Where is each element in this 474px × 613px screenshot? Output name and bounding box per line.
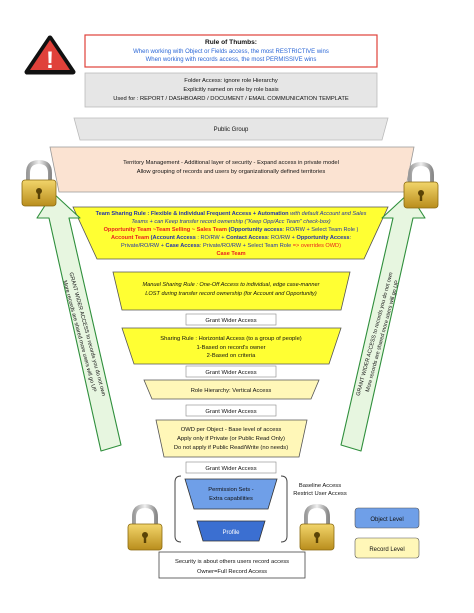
svg-text:1-Based on record's owner: 1-Based on record's owner <box>196 345 265 351</box>
lock-icon <box>299 503 335 551</box>
svg-text:Manuel Sharing Rule : One-Off: Manuel Sharing Rule : One-Off Access to … <box>142 282 320 288</box>
owd-layer: OWD per Object - Base level of access Ap… <box>155 419 308 458</box>
permission-sets-layer: Permission Sets - Extra capabilities <box>184 478 278 510</box>
role-hierarchy-layer: Role Hierarchy: Vertical Access <box>143 379 320 400</box>
lock-icon <box>403 161 439 209</box>
legend-record-level-swatch <box>354 537 420 559</box>
territory-management-layer: Territory Management - Additional layer … <box>49 146 415 193</box>
legend: Object Level Record Level <box>354 507 420 559</box>
svg-text:Permission Sets -: Permission Sets - <box>208 487 253 493</box>
svg-text:Owner=Full Record Access: Owner=Full Record Access <box>197 569 267 575</box>
warning-icon: ! <box>24 35 76 75</box>
svg-text:Account Team (Account Access :: Account Team (Account Access : RO/RW + C… <box>111 235 351 241</box>
svg-text:Restrict User Access: Restrict User Access <box>293 491 347 497</box>
svg-text:Explicitly named on role by ro: Explicitly named on role by role basis <box>183 87 278 93</box>
svg-text:Teams + can Keep transfer reco: Teams + can Keep transfer record ownersh… <box>131 219 330 225</box>
svg-text:Folder Access: ignore role Hie: Folder Access: ignore role Hierarchy <box>184 78 278 84</box>
profile-layer: Profile <box>196 520 266 542</box>
svg-text:Sharing Rule : Horizontal Acce: Sharing Rule : Horizontal Access (to a g… <box>160 336 302 342</box>
svg-text:OWD per Object - Base level of: OWD per Object - Base level of access <box>181 427 282 433</box>
rule-of-thumbs-box: Rule of Thumbs: When working with Object… <box>84 34 378 68</box>
svg-text:Security is about others users: Security is about others users record ac… <box>175 559 289 565</box>
public-group-layer: Public Group <box>73 117 389 141</box>
svg-text:Role Hierarchy: Vertical Acces: Role Hierarchy: Vertical Access <box>191 388 272 394</box>
svg-text:Case Team: Case Team <box>216 251 245 257</box>
svg-text:Baseline Access: Baseline Access <box>299 483 341 489</box>
svg-text:Allow grouping of records and: Allow grouping of records and users by o… <box>137 169 326 175</box>
rule-line-1: When working with Object or Fields acces… <box>133 49 329 55</box>
legend-object-level: Object Level <box>370 517 403 523</box>
rule-title: Rule of Thumbs: <box>205 39 257 46</box>
grant-wider-access-label: Grant Wider Access <box>185 313 277 326</box>
svg-text:Profile: Profile <box>222 530 240 536</box>
baseline-access-label: Baseline Access Restrict User Access <box>293 483 347 497</box>
svg-text:Used for : REPORT / DASHBOARD: Used for : REPORT / DASHBOARD / DOCUMENT… <box>113 96 349 102</box>
svg-text:Territory Management - Additio: Territory Management - Additional layer … <box>123 160 339 166</box>
rule-line-2: When working with records access, the mo… <box>146 57 317 63</box>
svg-text:Team Sharing Rule : Flexible &: Team Sharing Rule : Flexible & individua… <box>96 211 367 217</box>
svg-text:Grant Wider Access: Grant Wider Access <box>205 318 256 324</box>
svg-text:Private/RO/RW + Case Access: P: Private/RO/RW + Case Access: Private/RO/… <box>121 243 341 249</box>
svg-text:Do not apply if Public Read/Wr: Do not apply if Public Read/Write (no ne… <box>174 445 288 451</box>
svg-text:LOST during transfer record ow: LOST during transfer record ownership (f… <box>145 291 317 297</box>
grant-wider-access-label: Grant Wider Access <box>185 461 277 474</box>
svg-text:Opportunity Team ~Team Selling: Opportunity Team ~Team Selling ~ Sales T… <box>104 227 359 233</box>
svg-text:Grant Wider Access: Grant Wider Access <box>205 370 256 376</box>
manual-sharing-rule-layer: Manuel Sharing Rule : One-Off Access to … <box>112 271 351 311</box>
lock-icon <box>127 503 163 551</box>
lock-icon <box>21 159 57 207</box>
svg-text:Grant Wider Access: Grant Wider Access <box>205 409 256 415</box>
legend-object-level-swatch <box>354 507 420 529</box>
grant-wider-access-label: Grant Wider Access <box>185 365 277 378</box>
svg-text:!: ! <box>46 47 54 74</box>
folder-access-box: Folder Access: ignore role Hierarchy Exp… <box>84 72 378 108</box>
svg-text:2-Based on criteria: 2-Based on criteria <box>207 353 256 359</box>
sharing-rule-layer: Sharing Rule : Horizontal Access (to a g… <box>121 327 342 365</box>
svg-text:Apply only if Private (or Publ: Apply only if Private (or Public Read On… <box>177 436 285 442</box>
svg-text:Public Group: Public Group <box>214 127 249 133</box>
svg-text:Extra capabilities: Extra capabilities <box>209 496 253 502</box>
svg-text:Grant Wider Access: Grant Wider Access <box>205 466 256 472</box>
baseline-access-bracket <box>174 475 288 543</box>
owner-access-box: Security is about others users record ac… <box>158 551 306 579</box>
grant-wider-access-label: Grant Wider Access <box>185 404 277 417</box>
team-sharing-rule-layer: Team Sharing Rule : Flexible & individua… <box>72 206 389 260</box>
legend-record-level: Record Level <box>369 547 404 553</box>
